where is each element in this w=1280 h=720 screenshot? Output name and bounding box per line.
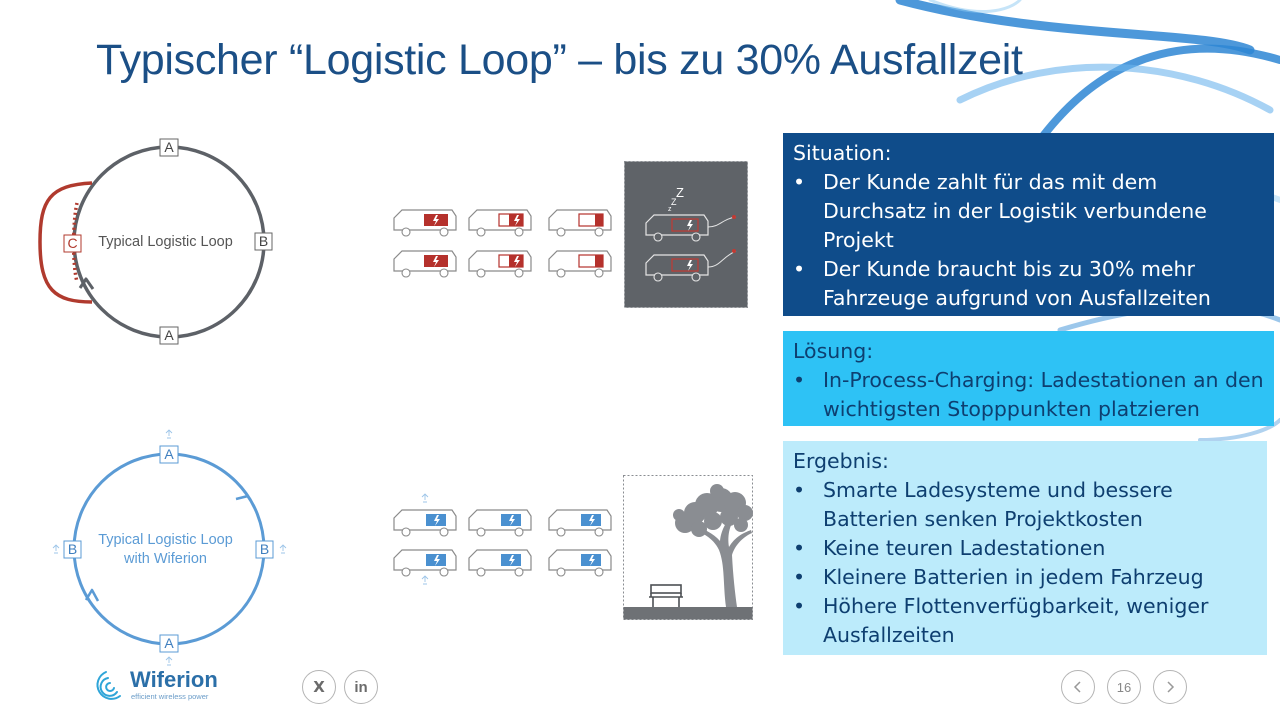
xing-button[interactable]: X [302,670,336,704]
situation-heading: Situation: [793,141,892,165]
bottom-loop-label-line2: with Wiferion [124,551,207,567]
vehicles-low-battery-group [393,209,612,278]
linkedin-button[interactable]: in [344,670,378,704]
top-node-c: C [67,235,78,251]
ergebnis-bullet: Höhere Flottenverfügbarkeit, weniger Aus… [793,592,1257,650]
bottom-loop-label-line1: Typical Logistic Loop [98,532,233,548]
situation-panel: Situation: Der Kunde zahlt für das mit d… [783,133,1274,316]
top-node-a-upper: A [164,139,174,155]
ergebnis-heading: Ergebnis: [793,449,889,473]
svg-text:z: z [668,206,672,213]
bottom-node-b-right: B [259,541,270,557]
wiferion-loop-diagram [52,429,287,666]
charging-station-downtime-box: Z Z z [624,161,748,308]
loesung-bullet: In-Process-Charging: Ladestationen an de… [793,366,1264,424]
top-loop-label: Typical Logistic Loop [98,234,233,250]
ergebnis-panel: Ergebnis: Smarte Ladesysteme und bessere… [783,441,1267,655]
next-slide-button[interactable] [1153,670,1187,704]
chevron-left-icon [1073,681,1081,693]
ergebnis-bullet: Smarte Ladesysteme und bessere Batterien… [793,476,1257,534]
ergebnis-bullet: Keine teuren Ladestationen [793,534,1257,563]
situation-bullet: Der Kunde zahlt für das mit dem Durchsat… [793,168,1264,255]
bottom-node-a-lower: A [164,635,174,651]
wiferion-logo: Wiferion efficient wireless power [86,664,226,712]
ergebnis-bullet: Kleinere Batterien in jedem Fahrzeug [793,563,1257,592]
page-number-indicator: 16 [1107,670,1141,704]
bottom-node-b-left: B [67,541,78,557]
loesung-heading: Lösung: [793,339,874,363]
chevron-right-icon [1167,681,1175,693]
logo-tagline: efficient wireless power [131,692,209,701]
situation-bullet: Der Kunde braucht bis zu 30% mehr Fahrze… [793,255,1264,313]
xing-icon: X [313,678,325,696]
typical-loop-diagram [38,138,273,345]
svg-text:Z: Z [676,185,684,200]
loesung-panel: Lösung: In-Process-Charging: Ladestation… [783,331,1274,426]
linkedin-icon: in [354,678,368,696]
previous-slide-button[interactable] [1061,670,1095,704]
top-node-b: B [258,233,269,249]
top-node-a-lower: A [164,327,174,343]
idle-station-tree-bench [623,475,753,620]
page-number: 16 [1116,679,1132,695]
logo-name: Wiferion [130,667,218,692]
vehicles-wireless-charging-group [393,493,612,585]
bottom-node-a-upper: A [164,446,174,462]
slide-title: Typischer “Logistic Loop” – bis zu 30% A… [96,36,1023,84]
wiferion-logo-mark [96,671,121,700]
svg-text:Z: Z [671,197,677,207]
